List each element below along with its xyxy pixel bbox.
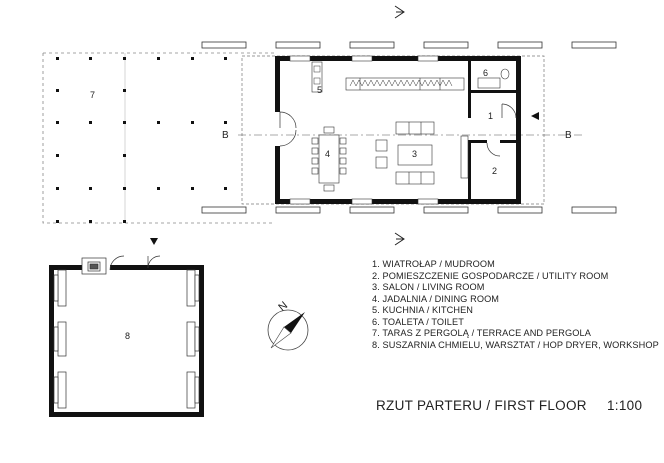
main-windows bbox=[289, 55, 439, 205]
room-label-2: 2 bbox=[492, 166, 497, 176]
pergola-posts bbox=[56, 57, 227, 223]
utility-cabinet bbox=[460, 135, 469, 179]
legend-item-4: 4. JADALNIA / DINING ROOM bbox=[372, 293, 500, 304]
section-b-left-label: B bbox=[222, 130, 229, 141]
entry-door-left bbox=[279, 111, 297, 147]
dining-table bbox=[311, 126, 347, 192]
plan-title-scale: 1:100 bbox=[607, 398, 643, 413]
hop-dryer-walls bbox=[49, 265, 204, 417]
hop-dryer-windows bbox=[53, 269, 200, 409]
mudroom-door bbox=[486, 103, 517, 157]
legend-item-2: 2. POMIESZCZENIE GOSPODARCZE / UTILITY R… bbox=[372, 270, 609, 281]
top-louvres bbox=[201, 41, 617, 49]
toilet-fixtures bbox=[477, 68, 510, 89]
kitchen-sink bbox=[313, 65, 321, 85]
hop-dryer-stove bbox=[81, 257, 107, 275]
section-b-right-label: B bbox=[565, 130, 572, 141]
room-label-7: 7 bbox=[90, 90, 95, 100]
room-label-8: 8 bbox=[125, 331, 130, 341]
bottom-louvres bbox=[201, 206, 617, 214]
room-label-6: 6 bbox=[483, 68, 488, 78]
legend-item-5: 5. KUCHNIA / KITCHEN bbox=[372, 305, 474, 315]
room-labels: 7 5 4 3 6 1 2 8 bbox=[90, 68, 497, 341]
legend-item-3: 3. SALON / LIVING ROOM bbox=[372, 282, 485, 292]
north-label: N bbox=[276, 299, 290, 313]
legend-item-1: 1. WIATROŁAP / MUDROOM bbox=[372, 259, 495, 269]
living-room-furniture bbox=[375, 121, 435, 185]
room-label-3: 3 bbox=[412, 149, 417, 159]
kitchen-counters bbox=[311, 61, 465, 93]
room-label-5: 5 bbox=[317, 85, 322, 95]
legend-item-8: 8. SUSZARNIA CHMIELU, WARSZTAT / HOP DRY… bbox=[372, 339, 659, 350]
room-legend: 1. WIATROŁAP / MUDROOM 2. POMIESZCZENIE … bbox=[372, 259, 659, 351]
hop-dryer-door bbox=[109, 238, 161, 271]
plan-title: RZUT PARTERU / FIRST FLOOR 1:100 bbox=[376, 398, 642, 413]
main-house-walls bbox=[275, 56, 521, 204]
room-label-1: 1 bbox=[488, 111, 493, 121]
section-b-line: B B bbox=[222, 112, 585, 141]
room-label-4: 4 bbox=[325, 149, 330, 159]
legend-item-6: 6. TOALETA / TOILET bbox=[372, 316, 464, 327]
section-b-arrow bbox=[531, 112, 539, 120]
north-arrow: N bbox=[267, 299, 309, 351]
section-a-bottom-marker bbox=[394, 232, 405, 246]
legend-item-7: 7. TARAS Z PERGOLĄ / TERRACE AND PERGOLA bbox=[372, 328, 591, 338]
section-a-top-marker bbox=[394, 5, 405, 19]
terrace-outline bbox=[42, 52, 275, 224]
kitchen-zigzag bbox=[349, 79, 453, 87]
plan-title-name: RZUT PARTERU / FIRST FLOOR bbox=[376, 398, 587, 413]
